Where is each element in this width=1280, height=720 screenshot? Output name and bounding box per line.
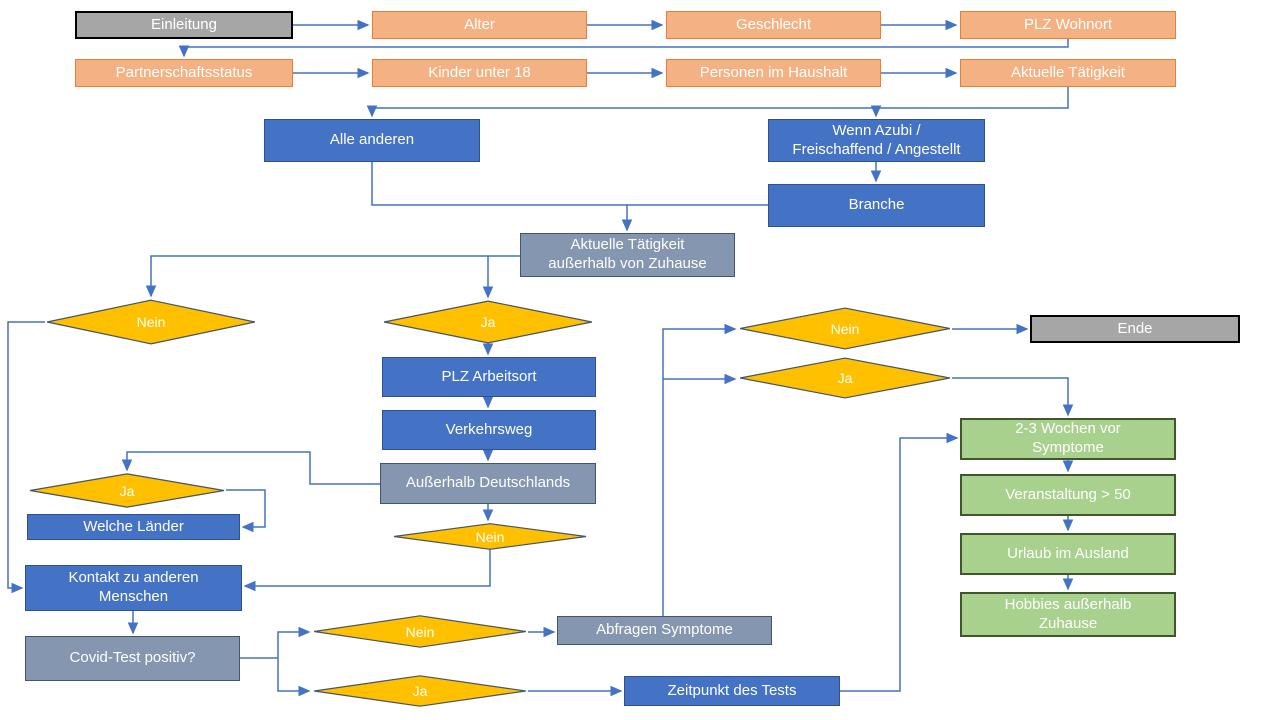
node-plz-arbeitsort: PLZ Arbeitsort xyxy=(382,357,596,397)
node-alle-anderen: Alle anderen xyxy=(264,119,480,162)
node-kontakt-menschen: Kontakt zu anderen Menschen xyxy=(25,565,242,611)
decision-ausserhalb-zuhause-ja: Ja xyxy=(382,300,594,344)
diamond-shape xyxy=(28,473,226,508)
diamond-shape xyxy=(382,300,594,344)
decision-label: Ja xyxy=(837,370,853,386)
node-urlaub-ausland: Urlaub im Ausland xyxy=(960,533,1176,575)
decision-covid-nein: Nein xyxy=(312,615,528,648)
decision-label: Ja xyxy=(119,482,135,499)
node-verkehrsweg: Verkehrsweg xyxy=(382,410,596,450)
diamond-shape xyxy=(392,523,588,550)
decision-label: Nein xyxy=(830,320,860,337)
node-ausserhalb-deutschlands: Außerhalb Deutschlands xyxy=(380,463,596,504)
node-geschlecht: Geschlecht xyxy=(666,11,881,39)
node-aktuelle-taetigkeit: Aktuelle Tätigkeit xyxy=(960,59,1176,87)
node-wenn-azubi: Wenn Azubi / Freischaffend / Angestellt xyxy=(768,119,985,162)
decision-symptome-ja: Ja xyxy=(738,357,952,399)
node-partnerschaftsstatus: Partnerschaftsstatus xyxy=(75,59,293,87)
node-welche-laender: Welche Länder xyxy=(27,514,240,540)
decision-ausland-nein: Nein xyxy=(392,523,588,550)
diamond-shape xyxy=(312,675,528,707)
decision-symptome-nein: Nein xyxy=(738,307,952,350)
diamond-shape xyxy=(45,299,257,345)
node-wochen-vor-symptome: 2-3 Wochen vor Symptome xyxy=(960,418,1176,460)
node-plz-wohnort: PLZ Wohnort xyxy=(960,11,1176,39)
decision-label: Ja xyxy=(480,314,496,330)
node-taetigkeit-ausserhalb: Aktuelle Tätigkeit außerhalb von Zuhause xyxy=(520,233,735,277)
node-einleitung: Einleitung xyxy=(75,11,293,39)
decision-ausland-ja: Ja xyxy=(28,473,226,508)
decision-ausserhalb-zuhause-nein: Nein xyxy=(45,299,257,345)
node-personen-im-haushalt: Personen im Haushalt xyxy=(666,59,881,87)
node-veranstaltung: Veranstaltung > 50 xyxy=(960,474,1176,516)
diamond-shape xyxy=(738,307,952,350)
decision-label: Ja xyxy=(412,683,428,699)
decision-label: Nein xyxy=(475,528,505,545)
node-covid-test: Covid-Test positiv? xyxy=(25,636,240,681)
node-kinder-unter-18: Kinder unter 18 xyxy=(372,59,587,87)
decision-label: Nein xyxy=(405,623,435,640)
diamond-shape xyxy=(738,357,952,399)
decision-covid-ja: Ja xyxy=(312,675,528,707)
diamond-shape xyxy=(312,615,528,648)
node-zeitpunkt-tests: Zeitpunkt des Tests xyxy=(624,676,840,706)
decision-label: Nein xyxy=(136,314,166,330)
node-branche: Branche xyxy=(768,184,985,227)
node-alter: Alter xyxy=(372,11,587,39)
node-ende: Ende xyxy=(1030,315,1240,343)
node-abfragen-symptome: Abfragen Symptome xyxy=(557,616,772,645)
node-hobbies: Hobbies außerhalb Zuhause xyxy=(960,592,1176,637)
